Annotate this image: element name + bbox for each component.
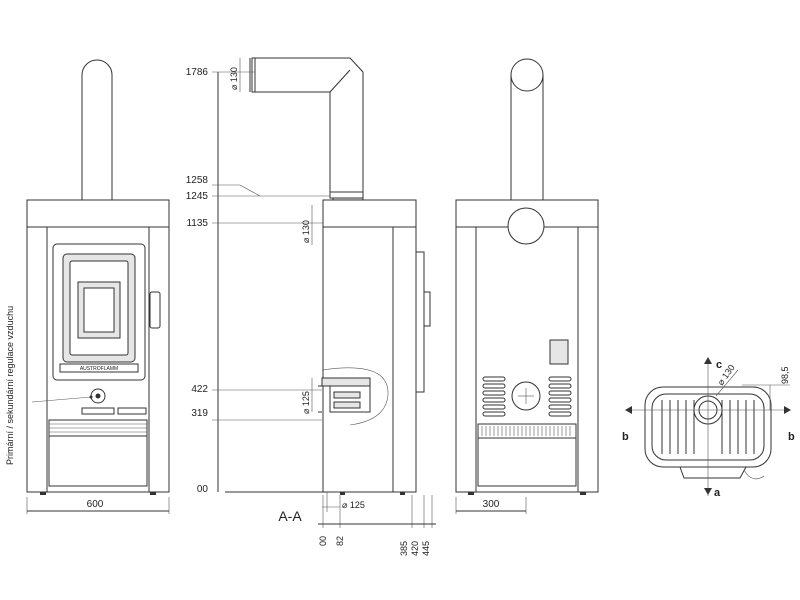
height-1786: 1786 (186, 67, 209, 78)
back-view: 300 (455, 58, 599, 514)
section-flue-elbow (251, 57, 364, 199)
plan-label-c: c (716, 359, 722, 371)
back-flue-pipe (510, 74, 544, 201)
section-view: 1786 1258 1245 1135 422 319 00 ⌀ 130 ⌀ 1… (186, 57, 436, 556)
plan-label-a: a (714, 487, 721, 499)
diameter-125-bottom: ⌀ 125 (342, 500, 365, 510)
diameter-125-mid: ⌀ 125 (301, 391, 311, 414)
section-body (322, 226, 417, 493)
height-319: 319 (191, 408, 208, 419)
section-label: A-A (278, 508, 302, 524)
height-1245: 1245 (186, 191, 209, 202)
height-1258: 1258 (186, 175, 209, 186)
back-louvres-right (548, 376, 572, 417)
door-handle (149, 291, 161, 329)
depth-420: 420 (410, 541, 420, 556)
back-grille (477, 423, 577, 439)
plan-label-b-left: b (622, 431, 629, 443)
brand-label: AUSTROFLAMM (80, 366, 118, 372)
plan-base-tab (679, 466, 747, 479)
height-422: 422 (191, 384, 208, 395)
diameter-130-mid: ⌀ 130 (301, 220, 311, 243)
back-louvres-left (482, 376, 506, 417)
section-door-profile (415, 251, 425, 393)
height-1135: 1135 (186, 218, 208, 229)
air-regulation-label: Primární / sekundární regulace vzduchu (5, 306, 15, 465)
back-flue-connection (507, 207, 545, 245)
diameter-130-top: ⌀ 130 (229, 67, 239, 90)
back-lower-panel (477, 437, 577, 487)
front-view: AUSTROFLAMM Primární / sekundární regula… (5, 59, 170, 514)
plan-label-b-right: b (788, 431, 795, 443)
depth-385: 385 (399, 541, 409, 556)
depth-00: 00 (318, 536, 328, 546)
air-intake-curve (321, 367, 389, 426)
section-top-plate (322, 199, 417, 228)
air-intake-pipe (321, 377, 371, 387)
type-plate (549, 339, 569, 365)
plan-view: 98,5 ⌀ 130 c a b b (622, 357, 795, 499)
front-top-plate (26, 199, 170, 228)
plan-dim-98-5: 98,5 (780, 366, 790, 384)
height-00: 00 (197, 484, 209, 495)
front-width-value: 600 (87, 499, 104, 510)
back-width-value: 300 (483, 499, 500, 510)
back-flue-outlet (510, 58, 544, 92)
front-storage-drawer (48, 435, 148, 487)
air-control-leader (31, 396, 92, 403)
plan-ribs (661, 400, 755, 454)
depth-445: 445 (421, 541, 431, 556)
depth-82: 82 (335, 536, 345, 546)
front-flue-pipe (81, 59, 113, 201)
